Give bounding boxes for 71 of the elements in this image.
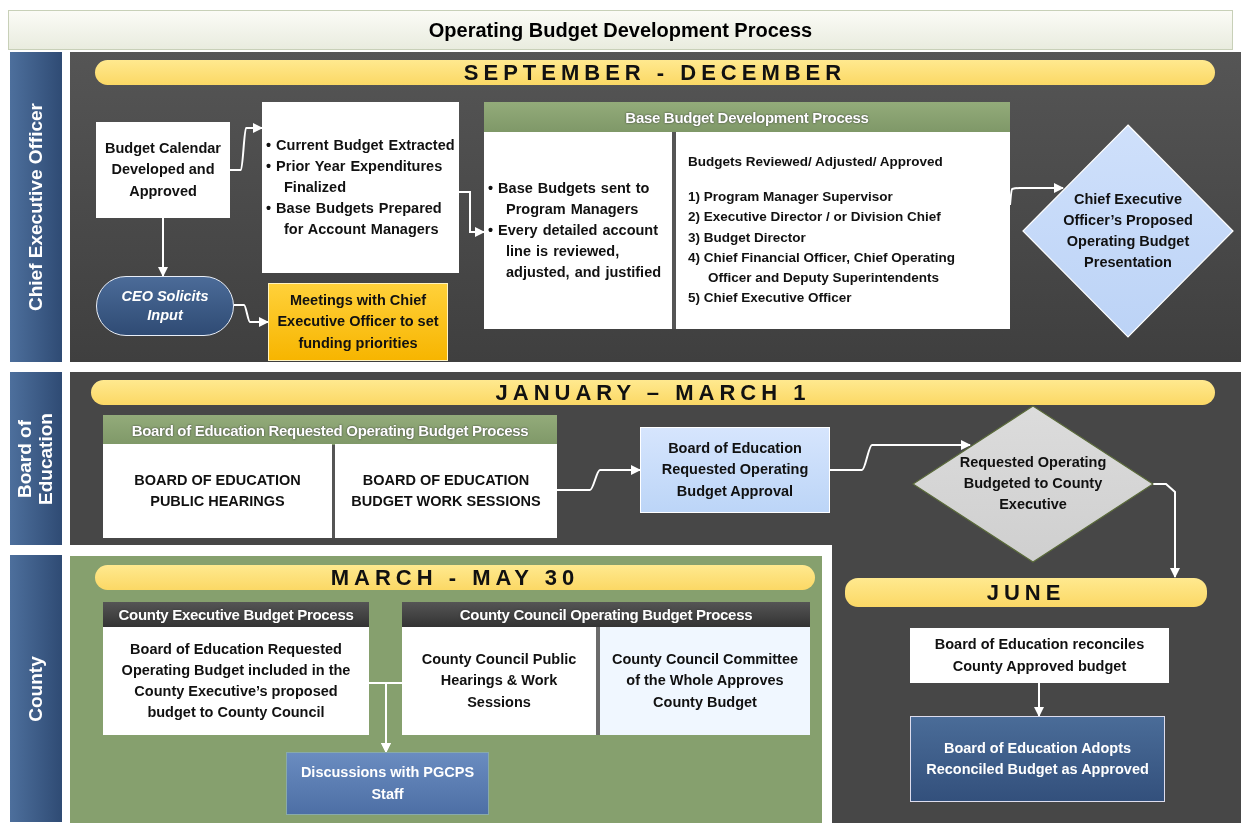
bullet-item: • Current Budget Extracted (266, 135, 455, 155)
lane-header (10, 555, 62, 822)
lane-label: Board of Education (15, 411, 57, 507)
process-box (286, 752, 489, 815)
box-text: BOARD OF EDUCATION BUDGET WORK SESSIONS (350, 471, 542, 511)
numbered-item: 3) Budget Director (688, 228, 807, 247)
arrow (829, 440, 971, 471)
period-label: JANUARY – MARCH 1 (495, 381, 811, 404)
process-box (262, 102, 459, 273)
process-box (103, 627, 369, 735)
period-label: JUNE (986, 581, 1066, 604)
period-band (95, 565, 815, 590)
box-text: BOARD OF EDUCATION PUBLIC HEARINGS (133, 471, 302, 511)
bullet-item: • Base Budgets Prepared for Account Managers (266, 199, 443, 239)
process-box (268, 283, 448, 361)
process-box (600, 627, 810, 735)
period-label: MARCH - MAY 30 (330, 566, 580, 589)
box-text: CEO Solicits Input (120, 287, 210, 325)
period-band (845, 578, 1207, 607)
process-panel (484, 102, 1010, 329)
diamond-text: Chief Executive Officer’s Proposed Operating Budget Presentation (1062, 189, 1194, 272)
bullet-item: • Prior Year Expenditures Finalized (266, 156, 444, 197)
diagram-title: Operating Budget Development Process (8, 10, 1233, 50)
process-box (96, 122, 230, 218)
box-text: Board of Education Requested Operating Budget Approval (660, 439, 810, 501)
numbered-item: 1) Program Manager Supervisor (688, 188, 894, 206)
arrow (1152, 483, 1180, 578)
box-text: Board of Education reconciles County Approved budget (933, 635, 1146, 676)
arrow (158, 217, 168, 277)
box-text: County Council Committee of the Whole Approves County Budget (610, 650, 800, 712)
process-box (640, 427, 830, 513)
process-box (484, 132, 672, 329)
box-text: County Council Public Hearings & Work Sessions (420, 650, 578, 712)
lane-label: County (25, 654, 47, 724)
lane-label: Chief Executive Officer (25, 102, 47, 313)
process-box (676, 132, 1010, 329)
group-header: County Council Operating Budget Process (402, 602, 810, 627)
process-box (103, 444, 332, 538)
arrow (233, 304, 269, 327)
lane-header (10, 52, 62, 362)
arrow (458, 191, 485, 237)
process-box (335, 444, 557, 538)
process-box (402, 627, 596, 735)
arrow (1034, 682, 1044, 717)
group-header: Base Budget Development Process (484, 102, 1010, 132)
box-text: Meetings with Chief Executive Officer to set funding priorities (276, 291, 440, 353)
period-label: SEPTEMBER - DECEMBER (463, 61, 847, 84)
box-text: Discussions with PGCPS Staff (299, 763, 476, 804)
group-header: County Executive Budget Process (103, 602, 369, 627)
numbered-item: 5) Chief Executive Officer (688, 289, 853, 308)
bullet-item: • Every detailed account line is reviewed, adjusted, and justified (488, 221, 663, 282)
period-band (91, 380, 1215, 405)
diamond-text: Requested Operating Budgeted to County Executive (958, 453, 1108, 515)
lane-header (10, 372, 62, 545)
list-heading: Budgets Reviewed/ Adjusted/ Approved (688, 154, 944, 169)
numbered-item: 4) Chief Financial Officer, Chief Operating Officer and Deputy Superintendents (688, 248, 957, 287)
process-panel (402, 602, 810, 735)
arrow (381, 682, 403, 753)
box-text: Board of Education Adopts Reconciled Budget as Approved (925, 739, 1150, 779)
box-text: Budget Calendar Developed and Approved (104, 139, 222, 201)
numbered-item: 2) Executive Director / or Division Chief (688, 208, 942, 227)
box-text: Board of Education Requested Operating Budget included in the County Executive’s proposed budget to County Council (120, 639, 352, 722)
group-header: Board of Education Requested Operating Budget Process (103, 415, 557, 445)
process-panel (103, 415, 557, 538)
period-band (95, 60, 1215, 85)
process-box (910, 628, 1169, 683)
process-box (910, 716, 1165, 802)
process-panel (103, 602, 369, 735)
bullet-item: • Base Budgets sent to Program Managers (488, 178, 651, 219)
arrow (556, 465, 641, 491)
arrow (229, 123, 263, 171)
